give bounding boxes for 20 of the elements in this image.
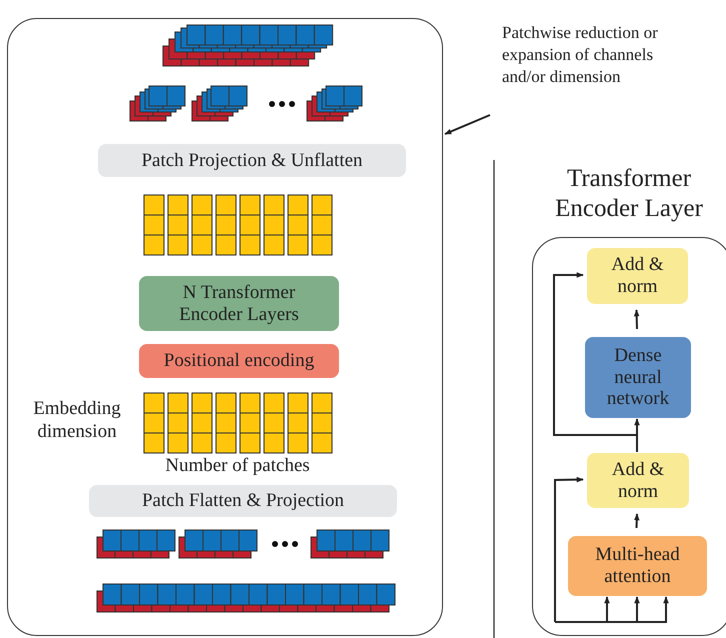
arrow: [634, 513, 640, 528]
panel-heading: Transformer Encoder Layer: [554, 164, 704, 224]
axis-label: Number of patches: [164, 455, 311, 478]
process-box: Patch Projection & Unflatten: [98, 144, 406, 177]
arrow: [553, 272, 637, 436]
arrow: [554, 476, 584, 622]
process-box: Dense neural network: [585, 337, 691, 418]
process-box: Positional encoding: [139, 344, 339, 378]
arrow: [444, 114, 490, 135]
process-box: Patch Flatten & Projection: [89, 485, 397, 517]
process-box: N Transformer Encoder Layers: [139, 276, 339, 331]
arrow: [555, 596, 669, 623]
arrow: [634, 309, 640, 330]
process-box: Add & norm: [587, 453, 689, 508]
arrow: [634, 418, 640, 452]
process-box: Add & norm: [587, 248, 688, 304]
process-box: Multi-head attention: [568, 536, 707, 596]
panel-frame: [7, 18, 443, 636]
axis-label: Embedding dimension: [32, 398, 122, 444]
annotation-text: Patchwise reduction or expansion of channels and/or dimension: [502, 22, 659, 88]
